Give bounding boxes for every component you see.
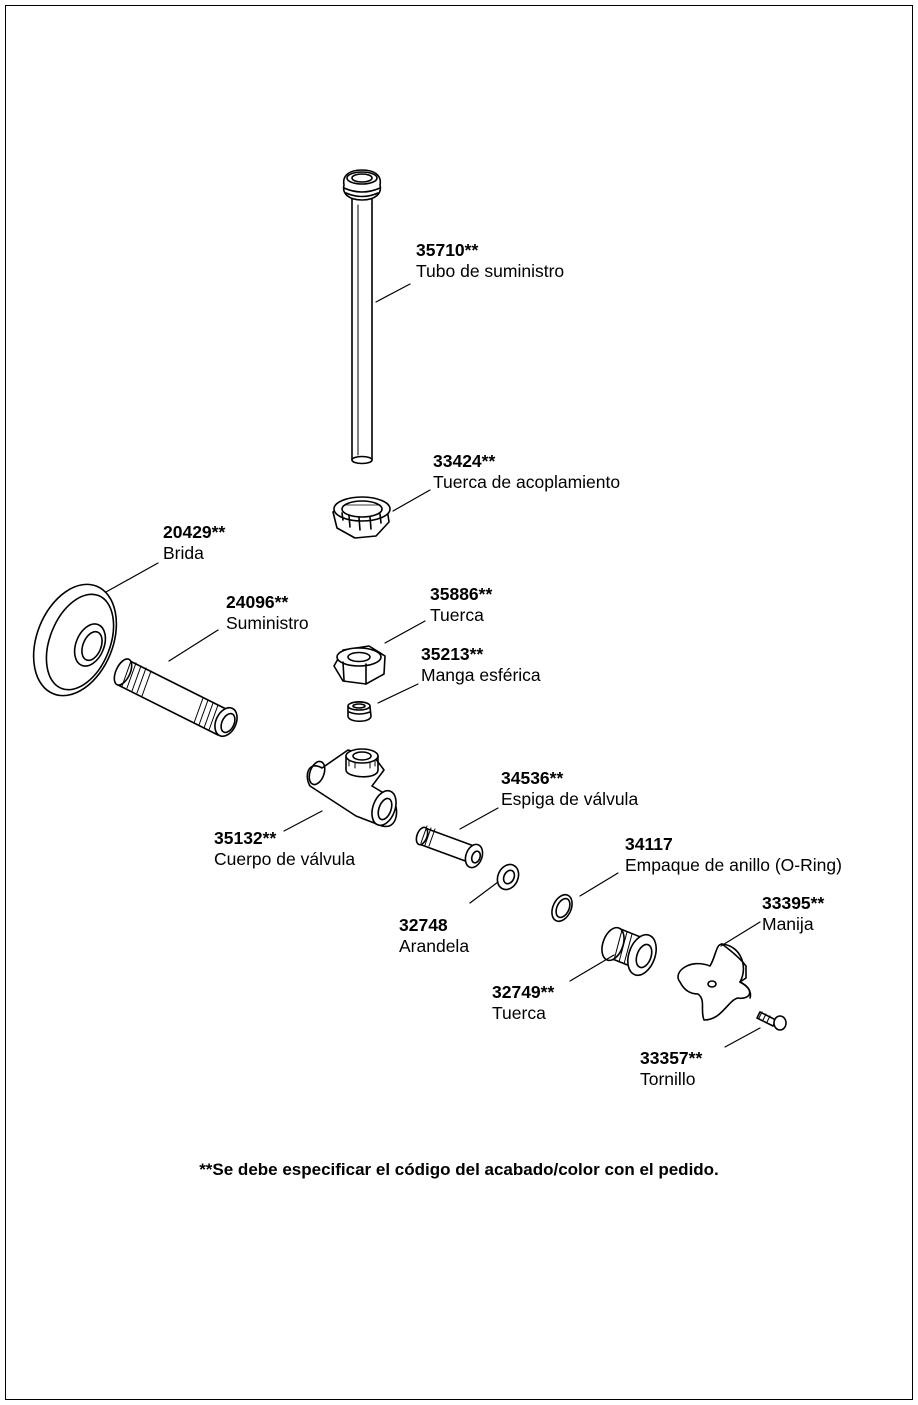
part-name: Manija bbox=[762, 914, 814, 934]
part-name: Cuerpo de válvula bbox=[214, 849, 356, 869]
label-screw: 33357** Tornillo bbox=[640, 1048, 702, 1090]
coupling-nut-drawing bbox=[332, 496, 391, 539]
washer-drawing bbox=[496, 863, 520, 891]
flange-drawing bbox=[32, 583, 118, 697]
part-name: Suministro bbox=[226, 613, 309, 633]
part-number: 35886** bbox=[430, 584, 493, 604]
valve-body-drawing bbox=[306, 748, 398, 828]
label-supply: 24096** Suministro bbox=[226, 592, 309, 634]
part-name: Empaque de anillo (O-Ring) bbox=[625, 855, 842, 875]
o-ring-drawing bbox=[551, 893, 573, 923]
part-number: 33357** bbox=[640, 1048, 703, 1068]
part-number: 33395** bbox=[762, 893, 825, 913]
label-o-ring: 34117 Empaque de anillo (O-Ring) bbox=[625, 834, 842, 876]
page-frame bbox=[5, 5, 913, 1400]
part-name: Tuerca bbox=[492, 1003, 546, 1023]
label-flange: 20429** Brida bbox=[163, 522, 225, 564]
label-ball-sleeve: 35213** Manga esférica bbox=[421, 644, 541, 686]
part-number: 35213** bbox=[421, 644, 484, 664]
supply-tube-drawing bbox=[342, 169, 382, 465]
part-name: Brida bbox=[163, 543, 204, 563]
part-number: 35710** bbox=[416, 240, 479, 260]
supply-drawing bbox=[113, 658, 238, 738]
part-name: Tubo de suministro bbox=[416, 261, 565, 281]
leader-lines bbox=[105, 283, 761, 1048]
label-bonnet-nut: 32749** Tuerca bbox=[492, 982, 554, 1024]
part-number: 34117 bbox=[625, 834, 673, 854]
label-valve-stem: 34536** Espiga de válvula bbox=[501, 768, 638, 810]
ball-sleeve-drawing bbox=[347, 700, 372, 723]
part-number: 20429** bbox=[163, 522, 226, 542]
label-handle: 33395** Manija bbox=[762, 893, 824, 935]
part-name: Tuerca bbox=[430, 605, 484, 625]
label-coupling-nut: 33424** Tuerca de acoplamiento bbox=[433, 451, 620, 493]
footnote: **Se debe especificar el código del acab… bbox=[199, 1160, 719, 1179]
label-nut: 35886** Tuerca bbox=[430, 584, 492, 626]
valve-stem-drawing bbox=[415, 825, 484, 869]
part-number: 35132** bbox=[214, 828, 277, 848]
part-number: 32749** bbox=[492, 982, 555, 1002]
label-supply-tube: 35710** Tubo de suministro bbox=[416, 240, 564, 282]
part-number: 33424** bbox=[433, 451, 496, 471]
nut-drawing bbox=[333, 645, 386, 685]
part-name: Manga esférica bbox=[421, 665, 541, 685]
part-number: 24096** bbox=[226, 592, 289, 612]
part-name: Espiga de válvula bbox=[501, 789, 639, 809]
part-name: Arandela bbox=[399, 936, 470, 956]
handle-drawing bbox=[677, 943, 752, 1021]
part-number: 34536** bbox=[501, 768, 564, 788]
label-washer: 32748 Arandela bbox=[399, 915, 469, 957]
part-number: 32748 bbox=[399, 915, 448, 935]
part-name: Tuerca de acoplamiento bbox=[433, 472, 621, 492]
label-valve-body: 35132** Cuerpo de válvula bbox=[214, 828, 355, 870]
bonnet-nut-drawing bbox=[601, 926, 657, 977]
screw-drawing bbox=[756, 1011, 787, 1031]
part-name: Tornillo bbox=[640, 1069, 696, 1089]
